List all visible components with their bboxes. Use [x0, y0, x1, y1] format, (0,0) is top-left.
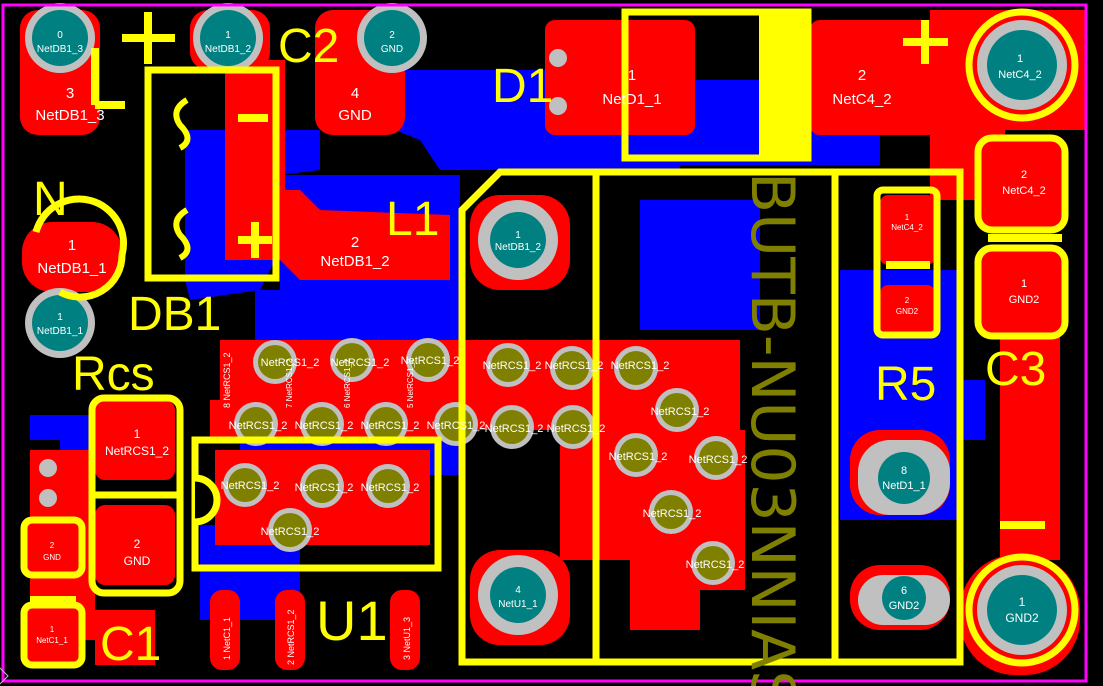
pad-db1-4-net: GND [338, 107, 372, 124]
label-n: N [33, 173, 68, 226]
pad-c4gnd-net: GND2 [1005, 611, 1039, 625]
pad-c2-1-net: NetDB1_2 [205, 44, 252, 55]
via-label: NetRCS1_2 [611, 360, 670, 372]
label-u1: U1 [316, 589, 388, 652]
pad-db1-2-net: NetDB1_2 [320, 253, 389, 270]
pad-d1-2-net: NetC4_2 [832, 91, 891, 108]
pad-l1-1-net: NetDB1_2 [495, 242, 542, 253]
pad-c4-1-num: 1 [1017, 53, 1023, 65]
via-label: NetRCS1_2 [651, 406, 710, 418]
pad-c4gnd-num: 1 [1019, 595, 1026, 609]
pad-rcs-2-num: 2 [134, 537, 141, 551]
polarity-marks [30, 12, 1062, 604]
via-label: NetRCS1_2 [427, 420, 486, 432]
u1-notch [194, 474, 221, 526]
ac-wave-1 [173, 97, 191, 151]
via-label: NetRCS1_2 [295, 482, 354, 494]
via-label: NetRCS1_2 [261, 357, 320, 369]
u1-pin-2-label: 2 NetRCS1_2 [286, 609, 296, 665]
u1-pin-1-label: 1 NetC1_1 [222, 617, 232, 660]
via-label: NetRCS1_2 [361, 482, 420, 494]
via-label: NetRCS1_2 [609, 451, 668, 463]
vias [223, 338, 738, 585]
label-l1: L1 [386, 193, 439, 246]
via-label: NetRCS1_2 [401, 355, 460, 367]
label-c2: C2 [278, 20, 339, 73]
small-pad-7: 7 NetRCS1_2 [285, 358, 294, 408]
via-label: NetRCS1_2 [686, 559, 745, 571]
pad-c3-1-net: GND2 [1009, 294, 1040, 306]
pad-db1-1-net: NetDB1_1 [37, 260, 106, 277]
part-number-text: BUTB-NU03NNIAS [737, 172, 807, 686]
via-label: NetRCS1_2 [221, 480, 280, 492]
pad-c1-1-net: NetC1_1 [36, 636, 68, 645]
pad-c3-2-net: NetC4_2 [1002, 185, 1045, 197]
via-label: NetRCS1_2 [483, 360, 542, 372]
pad-db1-0-net: NetDB1_3 [37, 44, 84, 55]
pad-t8-net: NetD1_1 [882, 480, 925, 492]
pad-t4-net: NetU1_1 [498, 599, 538, 610]
pad-d1-1-net: NetD1_1 [602, 91, 661, 108]
pad-db1-1b-num: 1 [57, 312, 63, 323]
pad-t6-num: 6 [901, 585, 907, 597]
u1-pin-3-label: 3 NetU1_3 [402, 617, 412, 660]
pad-r5-2-net: GND2 [896, 307, 919, 316]
label-d1: D1 [492, 60, 553, 113]
pad-db1-3-num: 3 [66, 85, 74, 102]
via-label: NetRCS1_2 [331, 357, 390, 369]
pad-t8-num: 8 [901, 465, 907, 477]
label-db1: DB1 [128, 288, 221, 341]
pad-c2-2-num: 2 [389, 30, 395, 41]
board-outline [1, 3, 1088, 683]
pad-c3-1-num: 1 [1021, 278, 1027, 290]
origin-marker [0, 667, 9, 685]
pad-d1-1-num: 1 [628, 67, 636, 84]
pad-t4-num: 4 [515, 585, 521, 596]
label-r5: R5 [875, 358, 936, 411]
pad-rcs-1-num: 1 [134, 427, 141, 441]
via-label: NetRCS1_2 [643, 508, 702, 520]
pad-db1-0-num: 0 [57, 30, 63, 41]
pad-r5-2-num: 2 [905, 296, 910, 305]
pad-rcs-1-net: NetRCS1_2 [105, 444, 169, 458]
via-label: NetRCS1_2 [229, 420, 288, 432]
via-label: NetRCS1_2 [361, 420, 420, 432]
through-hole-pads [25, 3, 1067, 655]
label-c3: C3 [985, 343, 1046, 396]
pad-db1-1b-net: NetDB1_1 [37, 326, 84, 337]
small-pad-8: 8 NetRCS1_2 [222, 352, 232, 408]
pad-c2-1-num: 1 [225, 30, 231, 41]
pad-d1-2-num: 2 [858, 67, 866, 84]
diode-cathode-band [759, 12, 809, 158]
small-pad-5: 5 NetRCS1_2 [406, 358, 415, 408]
pad-l1-1-num: 1 [515, 230, 521, 241]
pad-c3-2-num: 2 [1021, 169, 1027, 181]
pad-db1-4-num: 4 [351, 85, 359, 102]
pad-db1-1-num: 1 [68, 237, 76, 254]
via-label: NetRCS1_2 [689, 454, 748, 466]
pad-r5-1-num: 1 [905, 213, 910, 222]
via-label: NetRCS1_2 [545, 360, 604, 372]
via-label: NetRCS1_2 [295, 420, 354, 432]
pad-rcs-2-net: GND [124, 554, 151, 568]
via-label: NetRCS1_2 [547, 423, 606, 435]
small-pad-6: 6 NetRCS1_2 [343, 358, 352, 408]
pad-c2-2-net: GND [381, 44, 403, 55]
pad-db1-3-net: NetDB1_3 [35, 107, 104, 124]
pad-c4-1-net: NetC4_2 [998, 69, 1041, 81]
via-label: NetRCS1_2 [261, 526, 320, 538]
pad-t6-net: GND2 [889, 600, 920, 612]
pad-db1-2-num: 2 [351, 234, 359, 251]
label-rcs: Rcs [72, 348, 155, 401]
label-c1: C1 [100, 618, 161, 671]
pad-c1-2-net: GND [43, 553, 61, 562]
pad-c1-2-num: 2 [50, 541, 55, 550]
ac-wave-2 [173, 207, 191, 261]
pad-c1-1-num: 1 [50, 625, 55, 634]
via-label: NetRCS1_2 [485, 423, 544, 435]
pad-r5-1-net: NetC4_2 [891, 223, 923, 232]
